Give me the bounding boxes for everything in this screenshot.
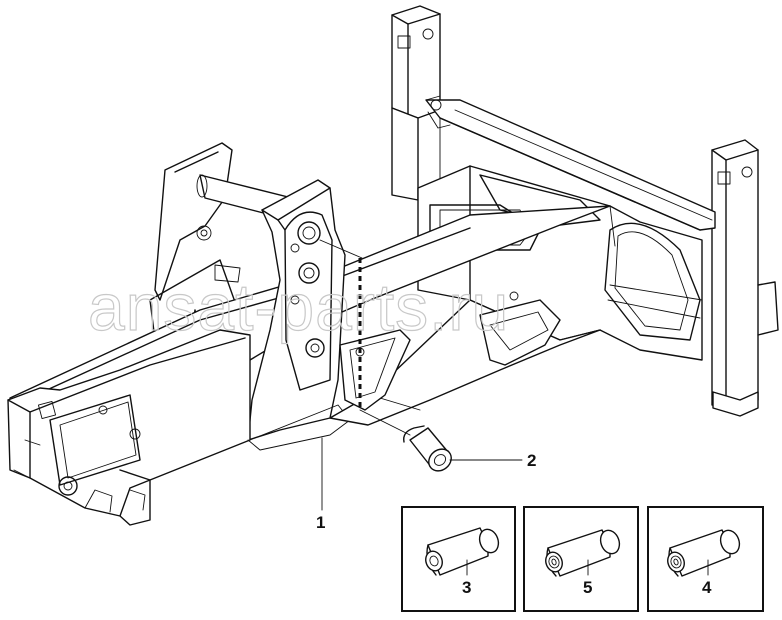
variant-box-4: 4 (647, 506, 764, 612)
center-bracket (339, 291, 561, 411)
right-upright-post (711, 139, 779, 417)
variant-box-5: 5 (523, 506, 639, 612)
callout-label-5: 5 (583, 578, 592, 597)
callout-label-1: 1 (316, 513, 325, 532)
callout-label-4: 4 (702, 578, 712, 597)
assembly-guide-line (319, 239, 363, 259)
front-box-frame (7, 329, 351, 526)
callout-label-3: 3 (462, 578, 471, 597)
boom-pivot-tower (247, 179, 346, 441)
rear-cross-beam (425, 99, 716, 231)
assembly-guide-line-lower (359, 409, 411, 436)
loader-main-frame (7, 5, 779, 526)
callout-label-2: 2 (527, 451, 536, 470)
variant-box-3: 3 (401, 506, 516, 612)
bushing-part-2 (403, 425, 452, 472)
watermark-text: ansat-parts.ru (88, 270, 509, 344)
